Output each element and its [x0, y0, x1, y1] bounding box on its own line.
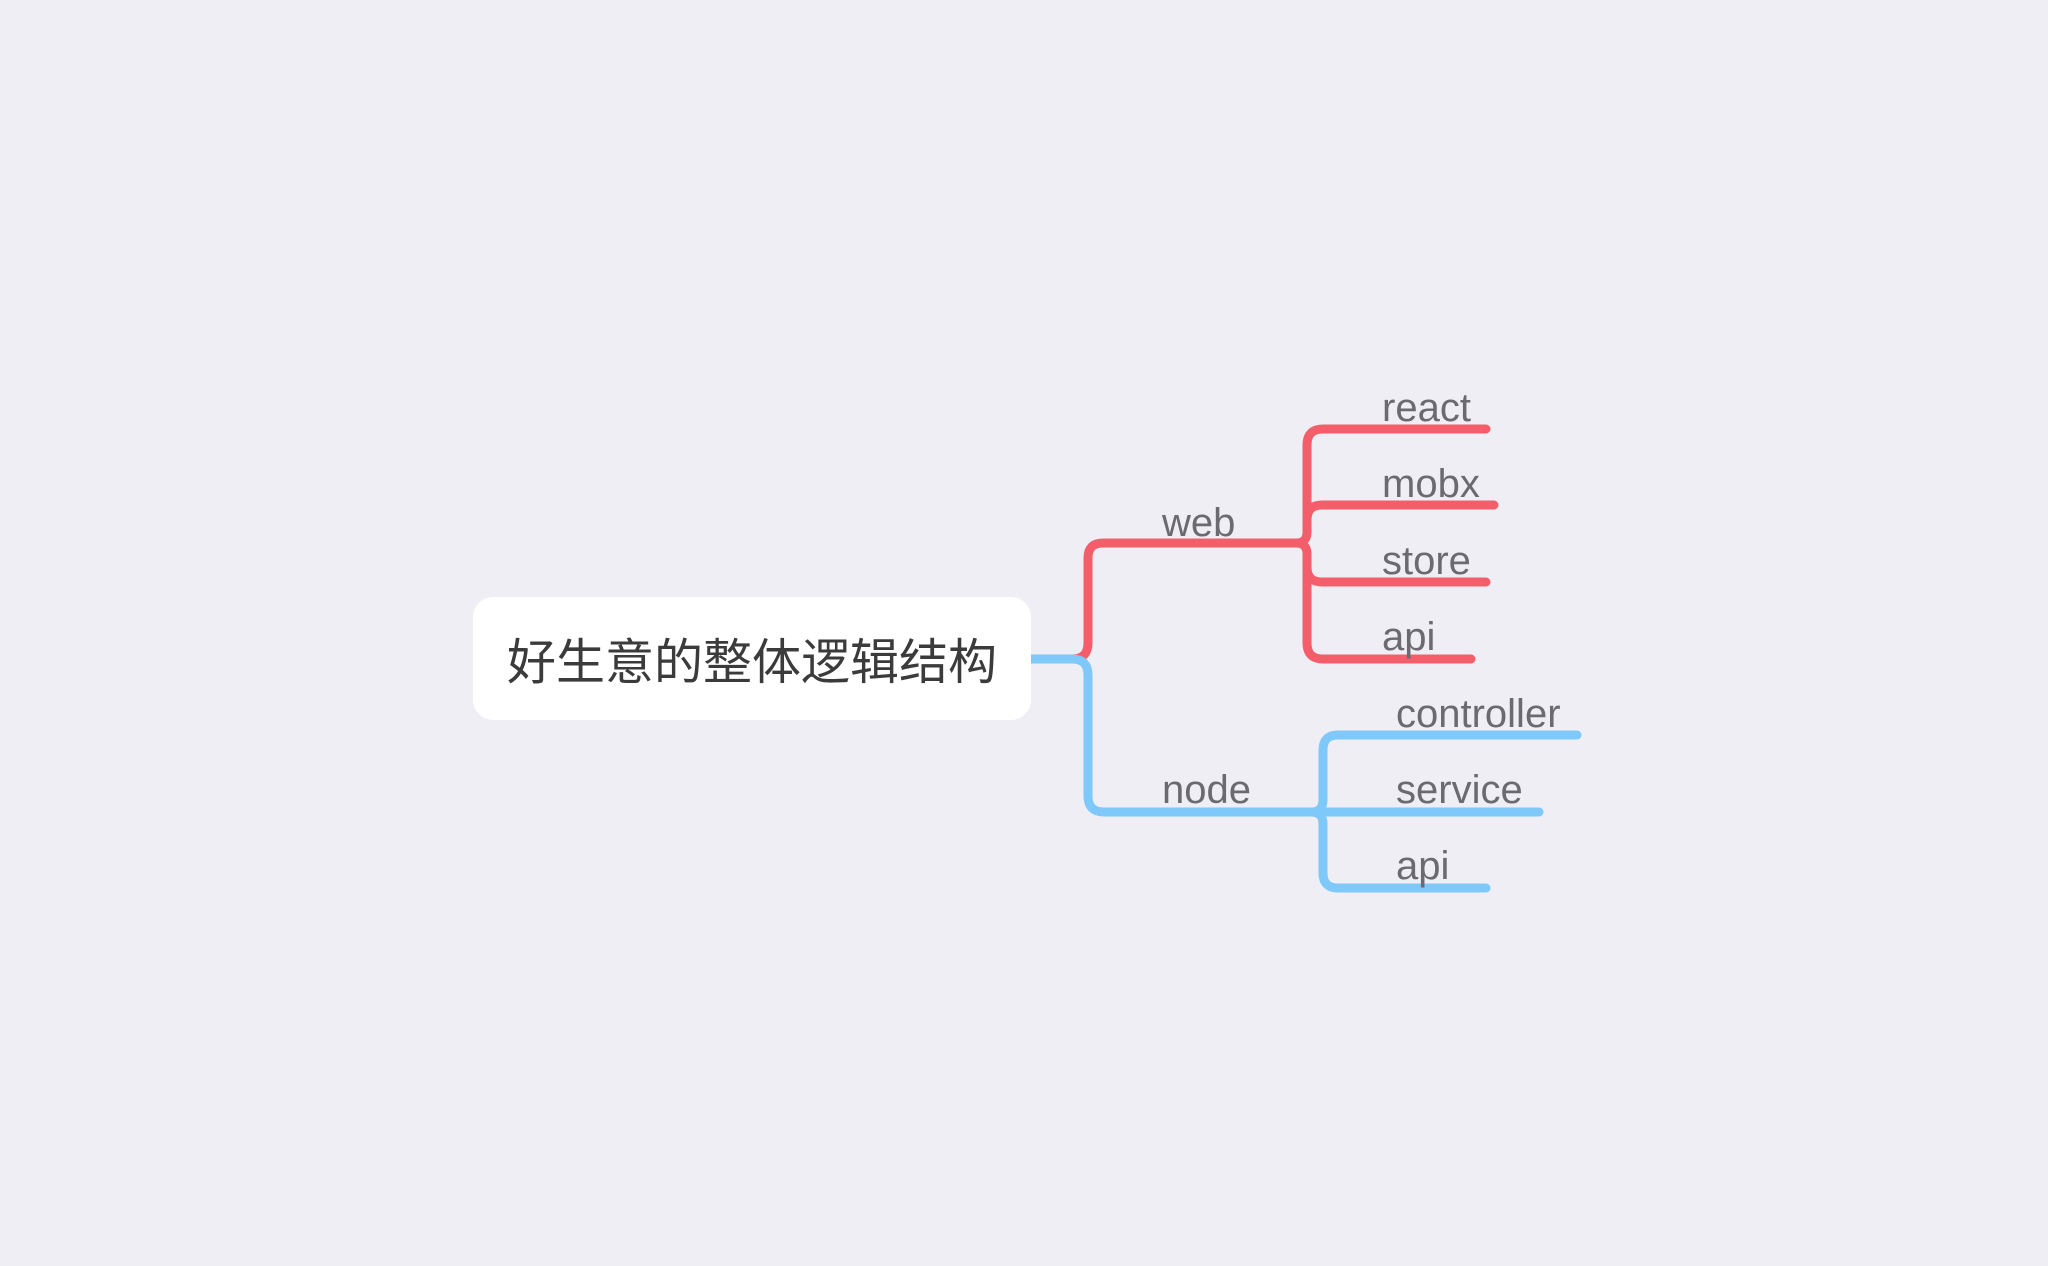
topic-service[interactable]: service	[1396, 768, 1523, 812]
topic-mobx[interactable]: mobx	[1382, 462, 1480, 506]
topic-react[interactable]: react	[1382, 386, 1471, 430]
connector-root-node	[1026, 654, 1271, 817]
topic-node-api[interactable]: api	[1396, 844, 1450, 888]
topic-web-api[interactable]: api	[1382, 615, 1436, 659]
connector-web-mobx	[1302, 500, 1499, 537]
connector-root-web	[1026, 538, 1257, 664]
connector-web-api	[1302, 549, 1476, 664]
topic-controller[interactable]: controller	[1396, 692, 1561, 736]
central-topic-label: 好生意的整体逻辑结构	[506, 634, 997, 691]
topic-web[interactable]: web	[1162, 501, 1236, 545]
connector-node-api	[1306, 807, 1491, 893]
central-topic[interactable]: 好生意的整体逻辑结构	[473, 597, 1031, 720]
topic-node[interactable]: node	[1162, 768, 1251, 812]
topic-store[interactable]: store	[1382, 539, 1471, 583]
